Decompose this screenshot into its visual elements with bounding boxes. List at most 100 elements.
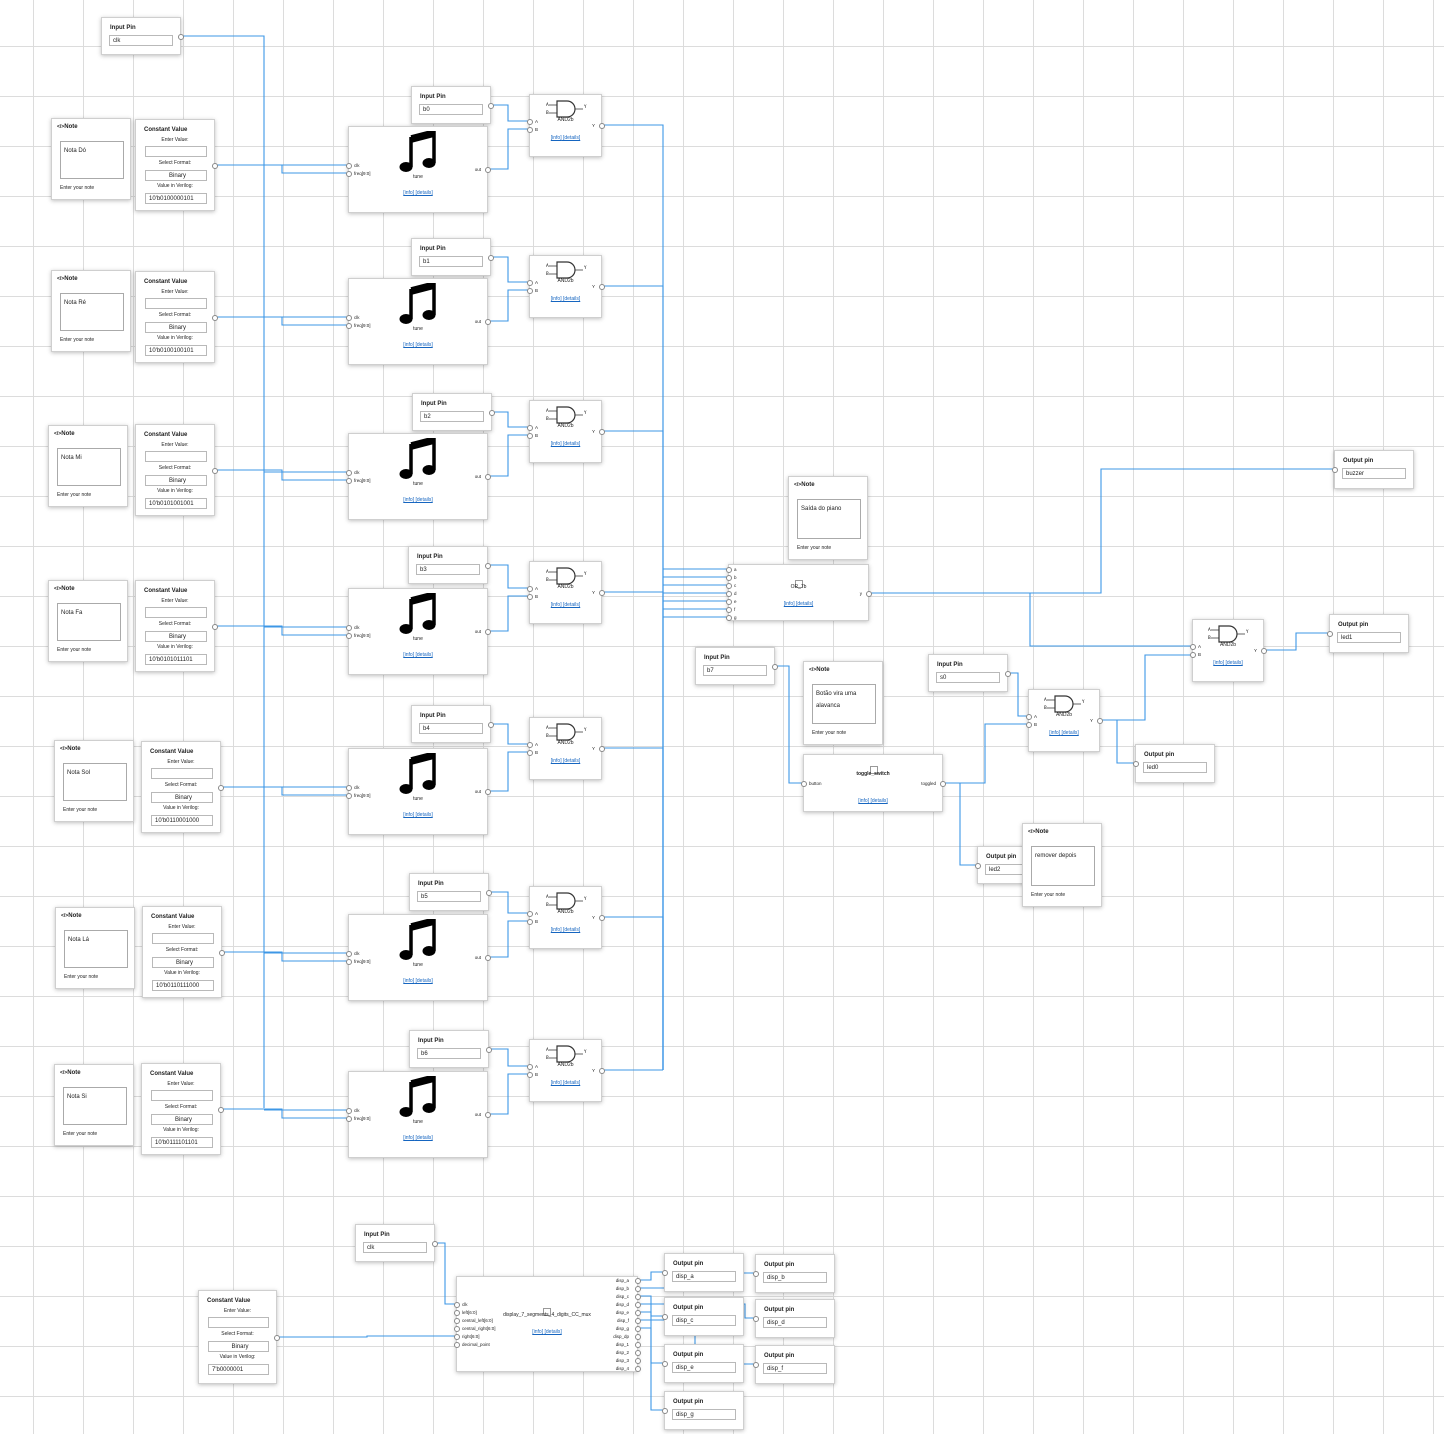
display-output-port[interactable] — [635, 1318, 641, 1324]
details-link[interactable]: [details] — [563, 758, 581, 764]
info-details-links[interactable]: [info] [details] — [1193, 660, 1263, 666]
note-textarea[interactable]: Nota Fa — [57, 603, 121, 641]
a-port[interactable] — [527, 586, 533, 592]
clk-port[interactable] — [346, 470, 352, 476]
info-link[interactable]: [info] — [550, 1080, 562, 1086]
verilog-value-field[interactable]: 10'b0100000101 — [145, 193, 207, 204]
format-select[interactable]: Binary — [151, 792, 213, 803]
constant-out-port[interactable] — [212, 624, 218, 630]
y-port[interactable] — [599, 746, 605, 752]
output-pin-name-field[interactable]: disp_b — [763, 1272, 827, 1283]
info-details-links[interactable]: [info] [details] — [349, 342, 487, 348]
out-port[interactable] — [485, 167, 491, 173]
details-link[interactable]: [details] — [415, 1135, 433, 1141]
details-link[interactable]: [details] — [563, 602, 581, 608]
verilog-value-field[interactable]: 7'b0000001 — [208, 1364, 269, 1375]
info-link[interactable]: [info] — [550, 758, 562, 764]
verilog-value-field[interactable]: 10'b0111101101 — [151, 1137, 213, 1148]
input-pin-name-field[interactable]: b0 — [419, 104, 483, 115]
input-pin-name-field[interactable]: b3 — [416, 564, 480, 575]
info-link[interactable]: [info] — [550, 602, 562, 608]
input-pin-name-field[interactable]: b1 — [419, 256, 483, 267]
verilog-value-field[interactable]: 10'b0110111000 — [152, 980, 214, 991]
b-port[interactable] — [1026, 722, 1032, 728]
input-pin-name-field[interactable]: b6 — [417, 1048, 481, 1059]
info-details-links[interactable]: [info] [details] — [530, 602, 601, 608]
verilog-value-field[interactable]: 10'b0101001001 — [145, 498, 207, 509]
y-port[interactable] — [599, 284, 605, 290]
freq-port[interactable] — [346, 1116, 352, 1122]
enter-value-input[interactable] — [145, 451, 207, 462]
note-textarea[interactable]: Botão vira uma alavanca — [812, 684, 876, 724]
info-details-links[interactable]: [info] [details] — [530, 758, 601, 764]
display-output-port[interactable] — [635, 1350, 641, 1356]
format-select[interactable]: Binary — [208, 1341, 269, 1352]
y-port[interactable] — [599, 429, 605, 435]
output-pin-in-port[interactable] — [1327, 631, 1333, 637]
constant-out-port[interactable] — [218, 1107, 224, 1113]
format-select[interactable]: Binary — [145, 170, 207, 181]
or-port-b[interactable] — [726, 575, 732, 581]
details-link[interactable]: [details] — [415, 812, 433, 818]
out-port[interactable] — [485, 789, 491, 795]
info-link[interactable]: [info] — [550, 296, 562, 302]
y-port[interactable] — [1261, 648, 1267, 654]
details-link[interactable]: [details] — [544, 1329, 562, 1335]
out-port[interactable] — [485, 319, 491, 325]
info-link[interactable]: [info] — [403, 1135, 415, 1141]
input-pin-name-field[interactable]: b4 — [419, 723, 483, 734]
b-port[interactable] — [527, 594, 533, 600]
details-link[interactable]: [details] — [870, 798, 888, 804]
note-textarea[interactable]: Nota Si — [63, 1087, 127, 1125]
format-select[interactable]: Binary — [151, 1114, 213, 1125]
output-pin-name-field[interactable]: buzzer — [1342, 468, 1406, 479]
info-details-links[interactable]: [info] [details] — [530, 1080, 601, 1086]
details-link[interactable]: [details] — [415, 342, 433, 348]
constant-out-port[interactable] — [218, 785, 224, 791]
toggled-port[interactable] — [940, 781, 946, 787]
input-pin-name-field[interactable]: s0 — [936, 672, 1000, 683]
info-details-links[interactable]: [info] [details] — [457, 1329, 637, 1335]
output-pin-name-field[interactable]: disp_f — [763, 1363, 827, 1374]
input-pin-name-field[interactable]: clk — [363, 1242, 427, 1253]
out-port[interactable] — [485, 1112, 491, 1118]
details-link[interactable]: [details] — [415, 978, 433, 984]
display-output-port[interactable] — [635, 1366, 641, 1372]
details-link[interactable]: [details] — [563, 441, 581, 447]
info-link[interactable]: [info] — [1213, 660, 1225, 666]
info-details-links[interactable]: [info] [details] — [349, 190, 487, 196]
info-details-links[interactable]: [info] [details] — [349, 497, 487, 503]
freq-port[interactable] — [346, 633, 352, 639]
info-link[interactable]: [info] — [403, 978, 415, 984]
b-port[interactable] — [527, 433, 533, 439]
output-pin-in-port[interactable] — [662, 1361, 668, 1367]
info-link[interactable]: [info] — [403, 190, 415, 196]
out-port[interactable] — [485, 629, 491, 635]
out-port[interactable] — [485, 955, 491, 961]
details-link[interactable]: [details] — [563, 1080, 581, 1086]
b-port[interactable] — [527, 1072, 533, 1078]
a-port[interactable] — [1026, 714, 1032, 720]
